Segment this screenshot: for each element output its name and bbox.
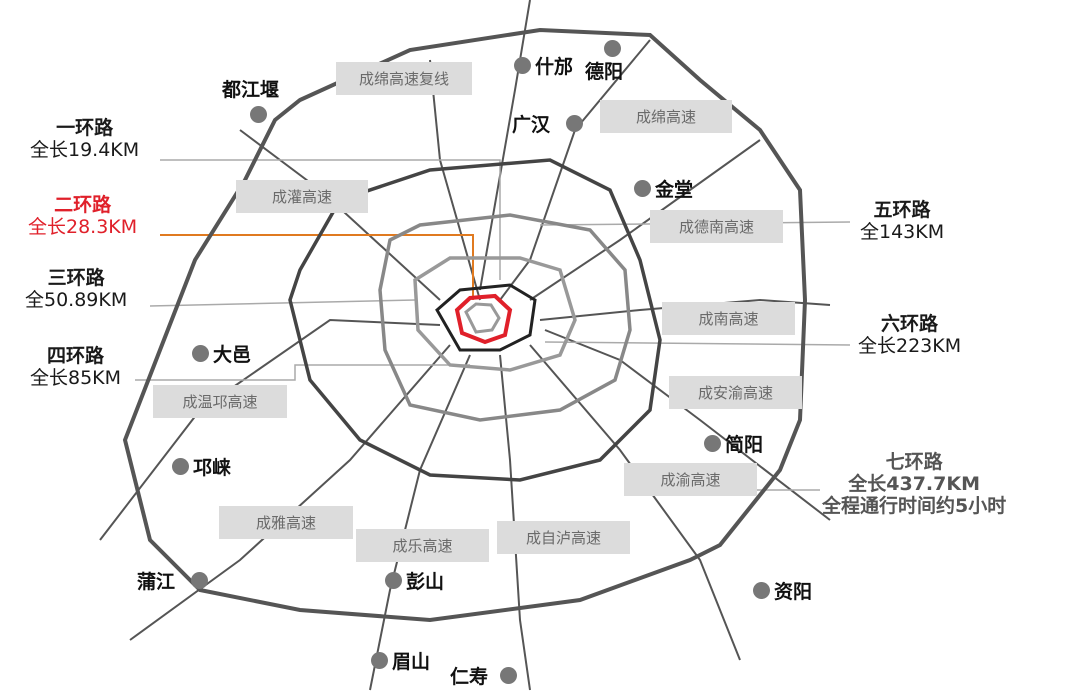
city-name: 金堂: [655, 179, 694, 201]
city-renshou: 仁寿: [450, 662, 518, 689]
ring-name: 三环路: [47, 267, 105, 289]
highway-label: 成乐高速: [356, 529, 489, 562]
city-dot-icon: [604, 40, 622, 57]
city-pengshan: 彭山: [385, 567, 444, 594]
ring2-leader-line: [160, 234, 474, 300]
city-dot-icon: [191, 572, 209, 589]
city-dayi: 大邑: [192, 340, 251, 367]
city-ziyang: 资阳: [753, 577, 812, 604]
ring5-label: 五环路全143KM: [860, 199, 945, 244]
city-qionglai: 邛崃: [172, 453, 231, 480]
city-name: 资阳: [774, 581, 813, 603]
ring-length: 全长437.7KM: [848, 472, 980, 495]
highway-label: 成德南高速: [650, 210, 783, 243]
city-jintang: 金堂: [634, 175, 693, 202]
road: [499, 39, 651, 301]
ring-length: 全143KM: [860, 220, 945, 243]
city-name: 德阳: [585, 61, 624, 83]
ring1: [464, 302, 501, 334]
ring-name: 五环路: [873, 199, 931, 221]
highway-label: 成自泸高速: [497, 521, 630, 554]
city-pujiang: 蒲江: [137, 567, 209, 594]
city-name: 都江堰: [222, 79, 280, 101]
city-shifang: 什邡: [514, 52, 573, 79]
city-name: 彭山: [406, 571, 445, 593]
ring5: [378, 213, 632, 422]
city-deyang: 德阳: [585, 40, 623, 84]
ring3-label: 三环路全50.89KM: [25, 267, 128, 312]
city-dot-icon: [514, 57, 531, 74]
city-dot-icon: [192, 345, 209, 362]
ring7: [122, 27, 808, 623]
ring-name: 四环路: [47, 345, 105, 367]
city-jianyang: 简阳: [704, 430, 763, 457]
ring4-label: 四环路全长85KM: [30, 345, 122, 390]
ring2: [454, 293, 513, 345]
city-name: 广汉: [512, 114, 551, 136]
city-meishan: 眉山: [371, 647, 430, 674]
ring3: [435, 283, 537, 352]
highway-label: 成绵高速: [600, 100, 732, 133]
highway-label: 成绵高速复线: [336, 62, 472, 95]
city-dot-icon: [566, 115, 584, 132]
road: [544, 329, 831, 521]
highway-label: 成南高速: [662, 302, 795, 335]
city-dot-icon: [371, 652, 388, 669]
city-guanghan: 广汉: [512, 110, 584, 137]
ring-name: 六环路: [881, 313, 939, 335]
road: [239, 129, 441, 301]
highway-label: 成灌高速: [236, 180, 368, 213]
highway-label: 成雅高速: [219, 506, 353, 539]
ring-name: 二环路: [54, 194, 112, 216]
city-name: 邛崃: [193, 457, 232, 479]
ring-length: 全长28.3KM: [28, 215, 138, 238]
ring-name: 七环路: [885, 451, 943, 473]
road: [369, 354, 471, 691]
city-dot-icon: [385, 572, 402, 589]
ring-note: 全程通行时间约5小时: [822, 494, 1007, 517]
city-name: 简阳: [725, 434, 764, 456]
city-dot-icon: [500, 667, 518, 684]
city-dujiangyan: 都江堰: [222, 75, 279, 123]
ring4: [413, 256, 577, 372]
road: [529, 344, 741, 661]
ring2-label: 二环路全长28.3KM: [28, 194, 138, 239]
city-name: 仁寿: [450, 666, 489, 688]
road: [99, 318, 441, 541]
city-dot-icon: [634, 180, 651, 197]
ring-length: 全50.89KM: [25, 288, 128, 311]
city-name: 大邑: [213, 344, 252, 366]
city-name: 蒲江: [137, 571, 176, 593]
highway-label: 成安渝高速: [669, 376, 802, 409]
ring6: [288, 158, 662, 482]
ring-length: 全长19.4KM: [30, 138, 140, 161]
city-dot-icon: [753, 582, 770, 599]
highway-label: 成渝高速: [624, 463, 757, 496]
city-dot-icon: [704, 435, 721, 452]
city-dot-icon: [250, 106, 267, 123]
ring1-label: 一环路全长19.4KM: [30, 117, 140, 162]
ring-length: 全长85KM: [30, 366, 122, 389]
city-dot-icon: [172, 458, 189, 475]
ring-name: 一环路: [56, 117, 114, 139]
road: [479, 0, 531, 291]
city-name: 什邡: [535, 56, 574, 78]
highway-label: 成温邛高速: [153, 385, 287, 418]
city-name: 眉山: [392, 651, 431, 673]
ring-length: 全长223KM: [858, 334, 962, 357]
road: [529, 139, 761, 301]
ring6-label: 六环路全长223KM: [858, 313, 962, 358]
